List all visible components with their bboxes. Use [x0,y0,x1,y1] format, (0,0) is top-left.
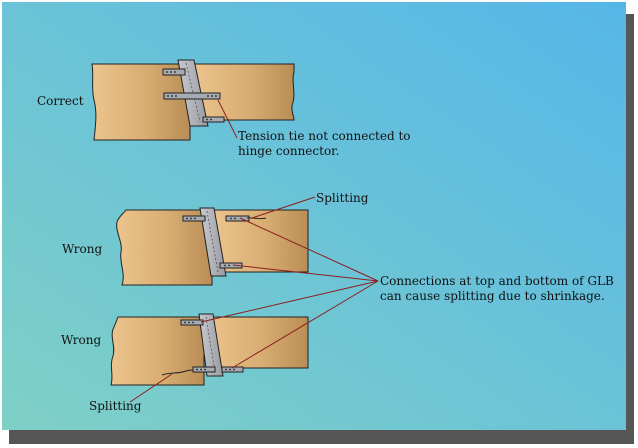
correct-bottom-strap [202,116,225,123]
wrong-detail-2 [110,313,309,403]
wrong2-bottom-right-strap [221,366,244,373]
wrong1-top-strap [225,215,250,222]
label-wrong-2: Wrong [61,333,102,347]
correct-top-strap [162,68,186,76]
tension-tie-note-line2: hinge connector. [238,144,340,158]
wrong1-left-beam [116,209,213,286]
wrong2-right-beam [205,316,309,369]
label-splitting-top: Splitting [316,191,369,205]
label-correct: Correct [37,94,84,108]
wrong1-split-crack [246,217,267,220]
wrong1-left-strap [182,215,206,222]
tension-tie-note-line1: Tension tie not connected to [238,129,411,143]
wrong2-top-strap [180,319,204,326]
wrong1-hanger-connector [199,207,227,277]
wrong-detail-1 [116,196,316,286]
label-splitting-bottom: Splitting [89,399,142,413]
correct-tension-tie [163,92,221,100]
wrong2-split-crack [161,369,194,376]
wrong2-left-beam [110,316,205,386]
connections-note-line2: can cause splitting due to shrinkage. [380,289,605,303]
tension-tie-leader [217,99,238,139]
splitting-top-leader [251,196,316,219]
wrong2-hanger-connector [198,313,224,377]
splitting-bottom-leader [129,373,173,403]
label-wrong-1: Wrong [62,242,103,256]
connections-note-line1: Connections at top and bottom of GLB [380,274,614,288]
connections-leaders [200,217,379,369]
correct-right-beam [191,63,295,121]
correct-detail [91,59,295,141]
correct-left-beam [91,63,191,141]
